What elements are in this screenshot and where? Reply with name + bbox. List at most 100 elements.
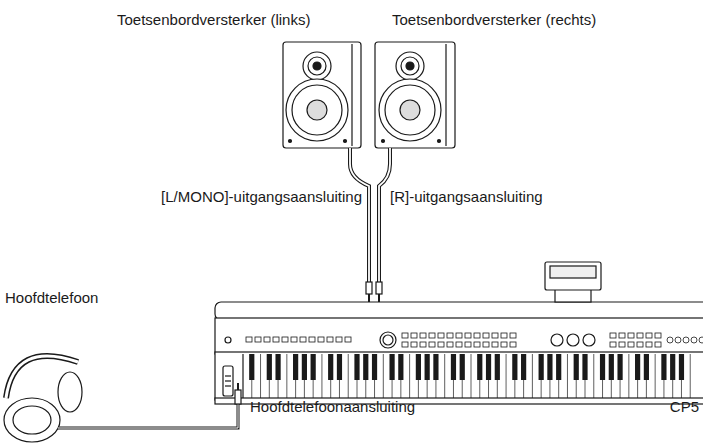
panel-buttons bbox=[246, 333, 703, 347]
black-key bbox=[354, 354, 359, 380]
speaker-right bbox=[375, 42, 455, 148]
white-key bbox=[444, 354, 445, 398]
panel-button bbox=[456, 333, 462, 338]
panel-button bbox=[402, 342, 408, 347]
black-key bbox=[425, 354, 430, 380]
panel-button bbox=[300, 337, 306, 342]
headphones bbox=[4, 356, 241, 442]
headphones-label: Hoofdtelefoon bbox=[5, 289, 98, 307]
white-key bbox=[471, 354, 472, 398]
black-key bbox=[416, 354, 421, 380]
panel-button bbox=[474, 333, 480, 338]
black-key bbox=[311, 354, 316, 380]
panel-button bbox=[637, 342, 643, 347]
black-key bbox=[582, 354, 587, 380]
black-key bbox=[451, 354, 456, 380]
panel-button bbox=[610, 342, 616, 347]
black-key bbox=[609, 354, 614, 380]
panel-button bbox=[291, 337, 297, 342]
panel-button bbox=[438, 333, 444, 338]
jack-label: [L/MONO]-uitgangsaansluiting bbox=[161, 188, 362, 206]
white-key bbox=[655, 354, 656, 398]
keyboard-cp5 bbox=[215, 262, 703, 404]
panel-button bbox=[447, 333, 453, 338]
black-key bbox=[635, 354, 640, 380]
black-key bbox=[267, 354, 272, 380]
panel-button bbox=[327, 337, 333, 342]
panel-button bbox=[420, 333, 426, 338]
white-key bbox=[348, 354, 349, 398]
panel-button bbox=[402, 333, 408, 338]
panel-button bbox=[492, 333, 498, 338]
panel-knob bbox=[667, 337, 673, 343]
black-key bbox=[372, 354, 377, 380]
black-key bbox=[495, 354, 500, 380]
black-key bbox=[661, 354, 666, 380]
panel-button bbox=[318, 337, 324, 342]
black-key bbox=[644, 354, 649, 380]
piano-keys bbox=[249, 354, 690, 398]
model-label: CP5 bbox=[670, 398, 699, 416]
panel-button bbox=[646, 342, 652, 347]
black-key bbox=[556, 354, 561, 380]
black-key bbox=[460, 354, 465, 380]
black-key bbox=[600, 354, 605, 380]
black-key bbox=[389, 354, 394, 380]
panel-button bbox=[492, 342, 498, 347]
black-key bbox=[337, 354, 342, 380]
white-key bbox=[286, 354, 287, 398]
black-key bbox=[512, 354, 517, 380]
panel-button bbox=[273, 337, 279, 342]
amplifier-label: Toetsenbordversterker (rechts) bbox=[392, 11, 596, 29]
panel-button bbox=[474, 342, 480, 347]
panel-button bbox=[456, 342, 462, 347]
panel-button bbox=[619, 342, 625, 347]
panel-button bbox=[628, 333, 634, 338]
white-key bbox=[383, 354, 384, 398]
speaker-cables bbox=[350, 148, 390, 302]
white-key bbox=[506, 354, 507, 398]
panel-button bbox=[336, 337, 342, 342]
black-key bbox=[617, 354, 622, 380]
panel-knob bbox=[675, 337, 681, 343]
black-key bbox=[363, 354, 368, 380]
black-key bbox=[328, 354, 333, 380]
panel-button bbox=[628, 342, 634, 347]
jack-label: Hoofdtelefoonaansluiting bbox=[250, 398, 415, 416]
black-key bbox=[433, 354, 438, 380]
panel-button bbox=[411, 342, 417, 347]
panel-button bbox=[483, 333, 489, 338]
panel-button bbox=[655, 342, 661, 347]
panel-button bbox=[420, 342, 426, 347]
white-key bbox=[260, 354, 261, 398]
black-key bbox=[293, 354, 298, 380]
black-key bbox=[486, 354, 491, 380]
white-key bbox=[690, 354, 691, 398]
panel-knob bbox=[683, 337, 689, 343]
black-key bbox=[275, 354, 280, 380]
black-key bbox=[539, 354, 544, 380]
panel-button bbox=[501, 333, 507, 338]
panel-button bbox=[465, 342, 471, 347]
panel-button bbox=[429, 342, 435, 347]
panel-button bbox=[637, 333, 643, 338]
white-key bbox=[628, 354, 629, 398]
panel-button bbox=[501, 342, 507, 347]
black-key bbox=[302, 354, 307, 380]
panel-knob bbox=[691, 337, 697, 343]
panel-button bbox=[345, 337, 351, 342]
white-key bbox=[321, 354, 322, 398]
panel-button bbox=[429, 333, 435, 338]
black-key bbox=[670, 354, 675, 380]
panel-button bbox=[264, 337, 270, 342]
panel-button bbox=[483, 342, 489, 347]
amplifier-label: Toetsenbordversterker (links) bbox=[117, 11, 310, 29]
black-key bbox=[398, 354, 403, 380]
panel-button bbox=[610, 333, 616, 338]
panel-button bbox=[246, 337, 252, 342]
panel-button bbox=[447, 342, 453, 347]
black-key bbox=[547, 354, 552, 380]
white-key bbox=[409, 354, 410, 398]
